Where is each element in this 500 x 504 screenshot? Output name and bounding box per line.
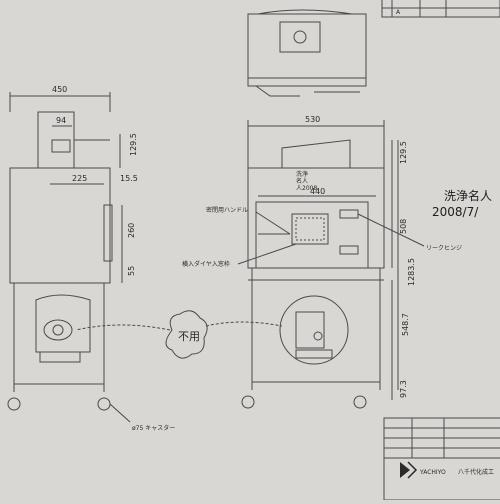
side-inner-offset: 225 <box>72 174 87 183</box>
front-panel-label-3: 人2008 <box>296 185 317 192</box>
side-duct-inlet <box>51 139 71 153</box>
side-overall-width: 450 <box>52 85 67 94</box>
title-date: 2008/7/ <box>432 205 479 219</box>
front-hinge-bottom <box>339 245 359 255</box>
front-total-height: 1283.5 <box>407 258 416 286</box>
title-name: 洗浄名人 <box>444 188 492 203</box>
side-right-margin: 15.5 <box>120 174 138 183</box>
front-pump <box>313 331 323 341</box>
front-hinge-top <box>339 209 359 219</box>
front-caster-left <box>241 395 255 409</box>
company-text: 八千代化成工 <box>458 468 494 476</box>
logo-mark <box>400 461 418 479</box>
title-block <box>383 417 500 501</box>
logo-chevron <box>407 461 418 479</box>
note-bubble <box>75 310 283 359</box>
hinge-leader <box>357 213 425 247</box>
side-duct-width: 94 <box>56 116 66 125</box>
side-body <box>9 167 111 284</box>
side-drum-base <box>39 351 81 363</box>
plan-outline <box>247 13 367 87</box>
callout-handle: 密閉用ハンドル <box>206 206 248 214</box>
callout-window: 横入ダイヤ入窓枠 <box>182 260 230 268</box>
plan-port-circle <box>293 30 307 44</box>
revision-label: A <box>396 9 401 16</box>
side-pump-ellipse <box>43 319 73 341</box>
logo-triangle <box>400 462 410 478</box>
caster-note: ø75 キャスター <box>132 424 175 432</box>
side-door-edge <box>103 204 113 262</box>
front-drum-circle <box>279 295 349 365</box>
logo-text: YACHIYO <box>419 469 446 476</box>
note-cloud <box>165 310 208 359</box>
front-lower-height: 548.7 <box>401 313 410 336</box>
note-arrow-right <box>205 321 283 327</box>
front-overall-width: 530 <box>305 115 320 124</box>
front-caster-height: 97.3 <box>399 380 408 398</box>
front-caster-right <box>353 395 367 409</box>
window-leader <box>237 243 297 265</box>
front-window <box>291 213 329 245</box>
note-arrow-left <box>75 324 171 331</box>
handle-leader <box>255 211 291 235</box>
side-caster-left <box>7 397 21 411</box>
front-view <box>237 120 425 409</box>
front-duct <box>281 139 351 168</box>
front-window-inner <box>295 217 325 241</box>
side-top-height: 129.5 <box>129 133 138 156</box>
plan-foot <box>255 85 300 97</box>
side-pump-circle <box>52 324 64 336</box>
front-drum-body <box>295 311 325 349</box>
front-top-height: 129.5 <box>399 141 408 164</box>
side-lower-gap: 55 <box>127 266 136 276</box>
revision-table <box>381 0 500 18</box>
front-door <box>255 201 369 269</box>
side-window-height: 260 <box>127 223 136 238</box>
note-text: 不用 <box>178 330 200 343</box>
front-door-height: 508 <box>399 219 408 234</box>
plan-port <box>279 21 321 53</box>
side-caster-right <box>97 397 111 411</box>
callout-hinge: リークヒンジ <box>426 245 462 252</box>
front-inner-width: 440 <box>310 187 325 196</box>
plan-top-curve <box>257 9 353 15</box>
front-panel-label-1: 洗浄 <box>296 170 308 178</box>
caster-leader <box>109 403 131 423</box>
front-panel-label-2: 名人 <box>296 177 308 185</box>
side-view <box>7 92 131 423</box>
front-drum-base <box>295 349 333 359</box>
top-plan-view <box>247 9 367 97</box>
side-drum <box>35 294 91 353</box>
title-block-frame <box>383 417 500 501</box>
